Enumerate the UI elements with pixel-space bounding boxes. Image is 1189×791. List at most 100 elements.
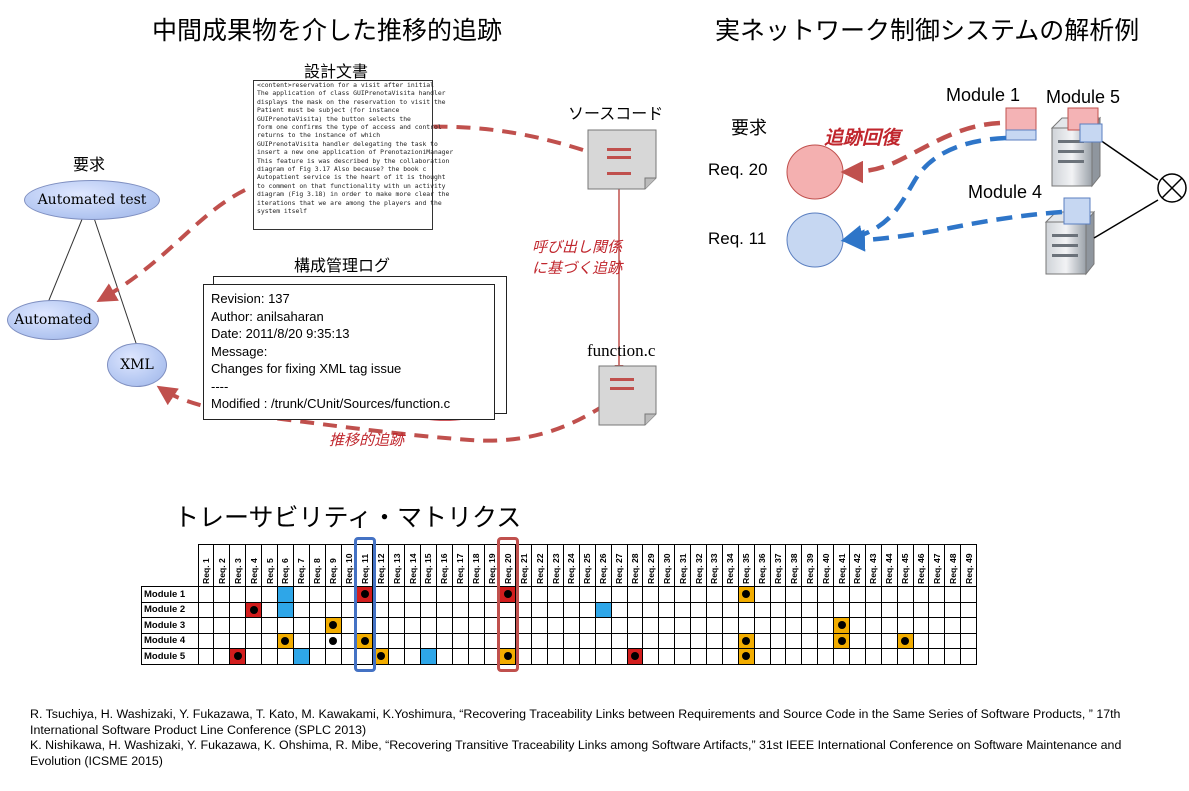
matrix-cell (562, 648, 580, 665)
matrix-cell (562, 632, 580, 649)
trace-dot (360, 590, 369, 598)
matrix-cell (229, 648, 247, 665)
matrix-cell (912, 648, 930, 665)
matrix-cell (817, 617, 835, 634)
log-line: Revision: 137 (211, 291, 290, 306)
matrix-col-header: Req. 18 (467, 544, 485, 587)
matrix-cell (435, 632, 453, 649)
matrix-col-header: Req. 38 (785, 544, 803, 587)
matrix-cell (419, 648, 437, 665)
matrix-cell (610, 586, 628, 603)
matrix-cell (594, 632, 612, 649)
design-doc-label: 設計文書 (304, 62, 369, 81)
trace-dot (329, 621, 338, 629)
matrix-col-header: Req. 16 (435, 544, 453, 587)
matrix-col-label: Req. 30 (661, 553, 672, 584)
matrix-cell (308, 648, 326, 665)
matrix-cell (451, 617, 469, 634)
matrix-cell (404, 632, 421, 649)
matrix-cell (197, 648, 215, 665)
matrix-cell (547, 601, 564, 618)
matrix-cell (721, 648, 739, 665)
matrix-cell (261, 632, 278, 649)
matrix-col-label: Req. 44 (884, 553, 895, 584)
matrix-col-label: Req. 10 (343, 553, 354, 584)
matrix-col-label: Req. 48 (947, 553, 958, 584)
matrix-cell (261, 617, 278, 634)
matrix-cell (674, 632, 692, 649)
reference-2: K. Nishikawa, H. Washizaki, Y. Fukazawa,… (30, 738, 1122, 768)
matrix-col-label: Req. 7 (296, 558, 307, 584)
matrix-cell (419, 586, 437, 603)
matrix-col-header: Req. 31 (674, 544, 692, 587)
design-doc-line: to comment on that functionality with un… (257, 181, 446, 190)
matrix-cell (864, 601, 882, 618)
matrix-col-header: Req. 35 (737, 544, 755, 587)
matrix-cell (610, 617, 628, 634)
matrix-cell (562, 617, 580, 634)
matrix-cell (801, 648, 819, 665)
matrix-cell (721, 617, 739, 634)
matrix-col-label: Req. 49 (963, 553, 974, 584)
matrix-row: Module 3 (141, 617, 978, 634)
matrix-cell (928, 617, 946, 634)
matrix-cell (944, 601, 962, 618)
design-doc-line: system itself (257, 207, 308, 216)
matrix-cell (197, 601, 215, 618)
matrix-cell (276, 617, 294, 634)
design-doc-line: The application of class GUIPrenotaVisit… (257, 89, 446, 98)
log-line: Message: (211, 343, 268, 359)
design-doc-line: returns to the instance of which (257, 131, 381, 140)
matrix-col-header: Req. 34 (721, 544, 739, 587)
matrix-row: Module 5 (141, 648, 978, 665)
matrix-col-label: Req. 12 (375, 553, 386, 584)
matrix-col-header: Req. 42 (849, 544, 866, 587)
matrix-col-header: Req. 27 (610, 544, 628, 587)
matrix-cell (547, 586, 564, 603)
matrix-cell (245, 632, 263, 649)
matrix-cell (610, 601, 628, 618)
module-4-label: Module 4 (968, 182, 1043, 202)
matrix-cell (435, 601, 453, 618)
matrix-cell (388, 632, 406, 649)
matrix-cell (864, 586, 882, 603)
matrix-cell (864, 648, 882, 665)
matrix-col-label: Req. 39 (804, 553, 815, 584)
matrix-col-label: Req. 37 (773, 553, 783, 584)
right-requirements-label: 要求 (731, 118, 767, 139)
matrix-cell (833, 632, 851, 649)
matrix-cell (626, 632, 644, 649)
matrix-col-label: Req. 41 (836, 553, 847, 584)
matrix-col-label: Req. 45 (900, 553, 911, 584)
matrix-cell (276, 632, 294, 649)
matrix-cell (308, 617, 326, 634)
matrix-cell (324, 648, 342, 665)
matrix-col-label: Req. 3 (232, 558, 243, 584)
matrix-cell (960, 617, 978, 634)
matrix-cell (261, 586, 278, 603)
matrix-cell (737, 648, 755, 665)
matrix-cell (499, 586, 517, 603)
matrix-cell (324, 617, 342, 634)
matrix-col-header: Req. 46 (912, 544, 930, 587)
matrix-title: トレーサビリティ・マトリクス (174, 503, 522, 532)
matrix-cell (880, 586, 898, 603)
matrix-cell (245, 617, 263, 634)
matrix-cell (833, 586, 851, 603)
trace-dot (742, 590, 751, 598)
matrix-col-header: Req. 30 (658, 544, 676, 587)
matrix-col-label: Req. 22 (534, 553, 545, 584)
matrix-cell (308, 586, 326, 603)
matrix-cell (324, 601, 342, 618)
matrix-col-label: Req. 34 (725, 553, 736, 584)
matrix-row-label: Module 3 (141, 617, 199, 634)
matrix-cell (531, 586, 549, 603)
matrix-cell (404, 617, 421, 634)
matrix-cell (245, 601, 263, 618)
trace-dot (360, 636, 369, 645)
matrix-col-header: Req. 10 (340, 544, 358, 587)
matrix-col-header: Req. 22 (531, 544, 549, 587)
matrix-col-header: Req. 6 (276, 544, 294, 587)
matrix-cell (451, 601, 469, 618)
matrix-col-label: Req. 29 (645, 553, 656, 584)
